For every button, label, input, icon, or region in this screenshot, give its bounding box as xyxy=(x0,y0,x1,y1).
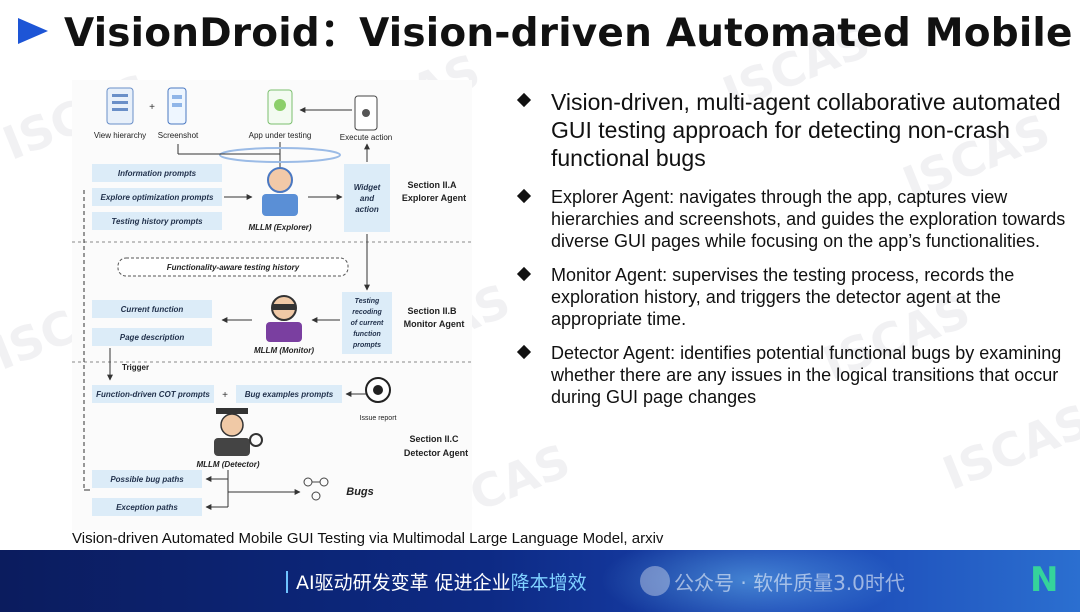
footer-slogan-highlight: 降本增效 xyxy=(510,572,587,594)
execute-action-label: Execute action xyxy=(340,133,392,142)
bullet-lead-text: Vision-driven, multi-agent collaborative… xyxy=(551,89,1061,171)
github-icon xyxy=(365,377,391,403)
diamond-bullet-icon xyxy=(516,92,532,108)
architecture-diagram: + View hierarchy Screenshot App under te… xyxy=(72,80,472,530)
svg-text:+: + xyxy=(222,390,228,401)
title-arrow-icon xyxy=(18,18,48,44)
bullet-detector: Detector Agent: identifies potential fun… xyxy=(515,342,1070,408)
mllm-explorer-icon xyxy=(262,167,298,216)
app-under-testing-icon xyxy=(267,89,293,125)
diamond-bullet-icon xyxy=(516,266,532,282)
trigger-label: Trigger xyxy=(122,363,149,372)
functionality-history-label: Functionality-aware testing history xyxy=(167,263,300,272)
bugs-label: Bugs xyxy=(346,486,374,498)
section-b-label: Section II.B xyxy=(407,306,457,316)
figure-caption: Vision-driven Automated Mobile GUI Testi… xyxy=(72,530,664,547)
footer-divider xyxy=(286,571,288,593)
diamond-bullet-icon xyxy=(516,188,532,204)
view-hierarchy-icon xyxy=(106,87,134,125)
wechat-icon xyxy=(640,566,670,596)
bullet-lead: Vision-driven, multi-agent collaborative… xyxy=(515,88,1070,172)
execute-action-icon xyxy=(354,95,378,131)
diamond-bullet-icon xyxy=(516,344,532,360)
cot-prompts-label: Function-driven COT prompts xyxy=(96,390,210,399)
prompts-label: prompts xyxy=(352,342,381,349)
issue-report-label: Issue report xyxy=(360,415,397,422)
mllm-detector-label: MLLM (Detector) xyxy=(196,460,259,469)
bug-flow-icon xyxy=(303,477,329,501)
section-c-label: Section II.C xyxy=(409,434,459,444)
function-label: function xyxy=(353,331,381,338)
section-a-label: Section II.A xyxy=(407,180,457,190)
and-label: and xyxy=(360,194,375,203)
exception-paths-label: Exception paths xyxy=(116,503,178,512)
mllm-monitor-label: MLLM (Monitor) xyxy=(254,346,314,355)
mllm-monitor-icon xyxy=(266,295,302,342)
screenshot-label: Screenshot xyxy=(158,131,199,140)
detector-agent-label: Detector Agent xyxy=(404,448,468,458)
bullet-monitor: Monitor Agent: supervises the testing pr… xyxy=(515,264,1070,330)
footer-banner: AI驱动研发变革 促进企业降本增效 公众号 · 软件质量3.0时代 N xyxy=(0,550,1080,612)
bullet-explorer: Explorer Agent: navigates through the ap… xyxy=(515,186,1070,252)
footer-account: 公众号 · 软件质量3.0时代 xyxy=(674,571,905,595)
app-under-testing-label: App under testing xyxy=(249,131,312,140)
widget-label: Widget xyxy=(354,183,381,192)
information-prompts-label: Information prompts xyxy=(118,169,197,178)
monitor-agent-label: Monitor Agent xyxy=(404,319,465,329)
bullet-detector-text: Detector Agent: identifies potential fun… xyxy=(551,343,1062,407)
footer-slogan-text: AI驱动研发变革 促进企业 xyxy=(296,572,511,594)
explorer-agent-label: Explorer Agent xyxy=(402,193,466,203)
svg-text:+: + xyxy=(149,102,155,113)
mllm-explorer-label: MLLM (Explorer) xyxy=(248,223,311,232)
footer-slogan: AI驱动研发变革 促进企业降本增效 xyxy=(296,568,587,595)
of-current-label: of current xyxy=(351,320,384,327)
possible-bug-paths-label: Possible bug paths xyxy=(110,475,184,484)
mllm-detector-icon xyxy=(214,408,263,456)
footer-glow xyxy=(600,550,900,612)
logo-icon: N xyxy=(1030,560,1059,600)
current-function-label: Current function xyxy=(121,305,184,314)
bug-examples-label: Bug examples prompts xyxy=(245,390,334,399)
screenshot-icon xyxy=(167,87,187,125)
recoding-label: recoding xyxy=(352,309,382,316)
bullet-list: Vision-driven, multi-agent collaborative… xyxy=(515,88,1070,420)
explore-optimization-prompts-label: Explore optimization prompts xyxy=(101,193,214,202)
testing-label: Testing xyxy=(355,298,380,305)
view-hierarchy-label: View hierarchy xyxy=(94,131,146,140)
bullet-explorer-text: Explorer Agent: navigates through the ap… xyxy=(551,187,1066,251)
testing-history-prompts-label: Testing history prompts xyxy=(111,217,203,226)
slide-title: VisionDroid：Vision-driven Automated Mobi… xyxy=(64,11,1073,56)
bullet-monitor-text: Monitor Agent: supervises the testing pr… xyxy=(551,265,1015,329)
action-label: action xyxy=(355,205,379,214)
page-description-label: Page description xyxy=(120,333,185,342)
